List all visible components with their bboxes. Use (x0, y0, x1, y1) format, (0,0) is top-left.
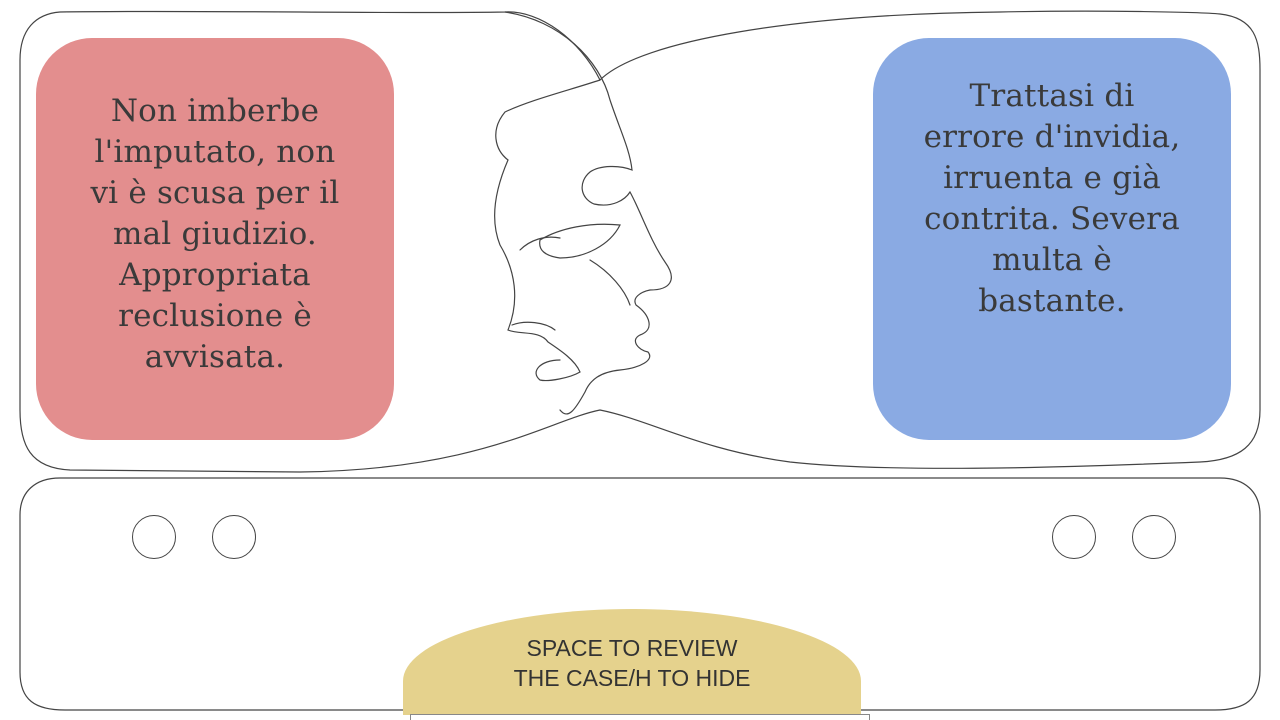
face-line-drawing-icon (494, 11, 672, 415)
case-drawer-slot (410, 714, 870, 720)
right-judge-verdict-text: Trattasi di errore d'invidia, irruenta e… (923, 78, 1181, 319)
left-judge-verdict-card: Non imberbe l'imputato, non vi è scusa p… (36, 38, 394, 440)
console-knob-2 (212, 515, 256, 559)
console-knob-4 (1132, 515, 1176, 559)
console-knob-1 (132, 515, 176, 559)
upper-frame-outline (19, 10, 1261, 473)
console-outline (19, 477, 1261, 711)
right-judge-verdict-card: Trattasi di errore d'invidia, irruenta e… (873, 38, 1231, 440)
left-judge-verdict-text: Non imberbe l'imputato, non vi è scusa p… (90, 92, 340, 375)
review-case-button[interactable]: SPACE TO REVIEW THE CASE/H TO HIDE (403, 609, 861, 715)
console-knob-3 (1052, 515, 1096, 559)
review-case-label: SPACE TO REVIEW THE CASE/H TO HIDE (513, 635, 751, 691)
